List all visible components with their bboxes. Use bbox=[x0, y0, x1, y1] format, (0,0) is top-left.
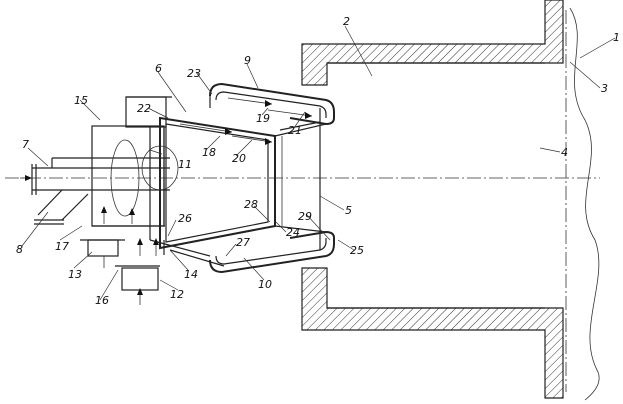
label-20: 20 bbox=[232, 152, 246, 165]
label-12: 12 bbox=[170, 288, 184, 301]
inlet-pipe bbox=[31, 157, 170, 195]
label-7: 7 bbox=[22, 138, 29, 151]
label-18: 18 bbox=[202, 146, 216, 159]
label-4: 4 bbox=[561, 146, 568, 159]
label-29: 29 bbox=[298, 210, 312, 223]
label-11: 11 bbox=[178, 158, 192, 171]
label-5: 5 bbox=[345, 204, 352, 217]
label-24: 24 bbox=[286, 226, 300, 239]
label-28: 28 bbox=[244, 198, 258, 211]
branch-pipe bbox=[34, 189, 89, 225]
label-13: 13 bbox=[68, 268, 82, 281]
label-8: 8 bbox=[16, 243, 23, 256]
label-14: 14 bbox=[184, 268, 198, 281]
label-25: 25 bbox=[350, 244, 364, 257]
label-22: 22 bbox=[137, 102, 151, 115]
blower-12 bbox=[121, 267, 159, 291]
upper-channel bbox=[209, 82, 335, 137]
label-9: 9 bbox=[244, 54, 251, 67]
chamber-break-line bbox=[569, 7, 600, 401]
callout-labels: 1 2 3 4 5 6 7 8 9 10 11 12 13 14 15 16 1… bbox=[16, 15, 620, 307]
label-27: 27 bbox=[236, 236, 250, 249]
conical-nozzle bbox=[149, 116, 276, 267]
flow-arrows bbox=[20, 97, 313, 256]
label-21: 21 bbox=[288, 124, 302, 137]
label-16: 16 bbox=[95, 294, 109, 307]
furnace-chamber-wall bbox=[301, 0, 564, 399]
swirl-element bbox=[110, 139, 140, 217]
label-10: 10 bbox=[258, 278, 272, 291]
label-3: 3 bbox=[601, 82, 608, 95]
leader-lines bbox=[21, 25, 616, 301]
label-2: 2 bbox=[343, 15, 350, 28]
label-23: 23 bbox=[187, 67, 201, 80]
label-19: 19 bbox=[256, 112, 270, 125]
housing bbox=[91, 96, 172, 227]
blower-13 bbox=[87, 239, 119, 257]
label-6: 6 bbox=[155, 62, 162, 75]
label-1: 1 bbox=[613, 31, 620, 44]
label-26: 26 bbox=[178, 212, 192, 225]
label-15: 15 bbox=[74, 94, 88, 107]
lower-channel bbox=[209, 225, 335, 274]
label-17: 17 bbox=[55, 240, 69, 253]
